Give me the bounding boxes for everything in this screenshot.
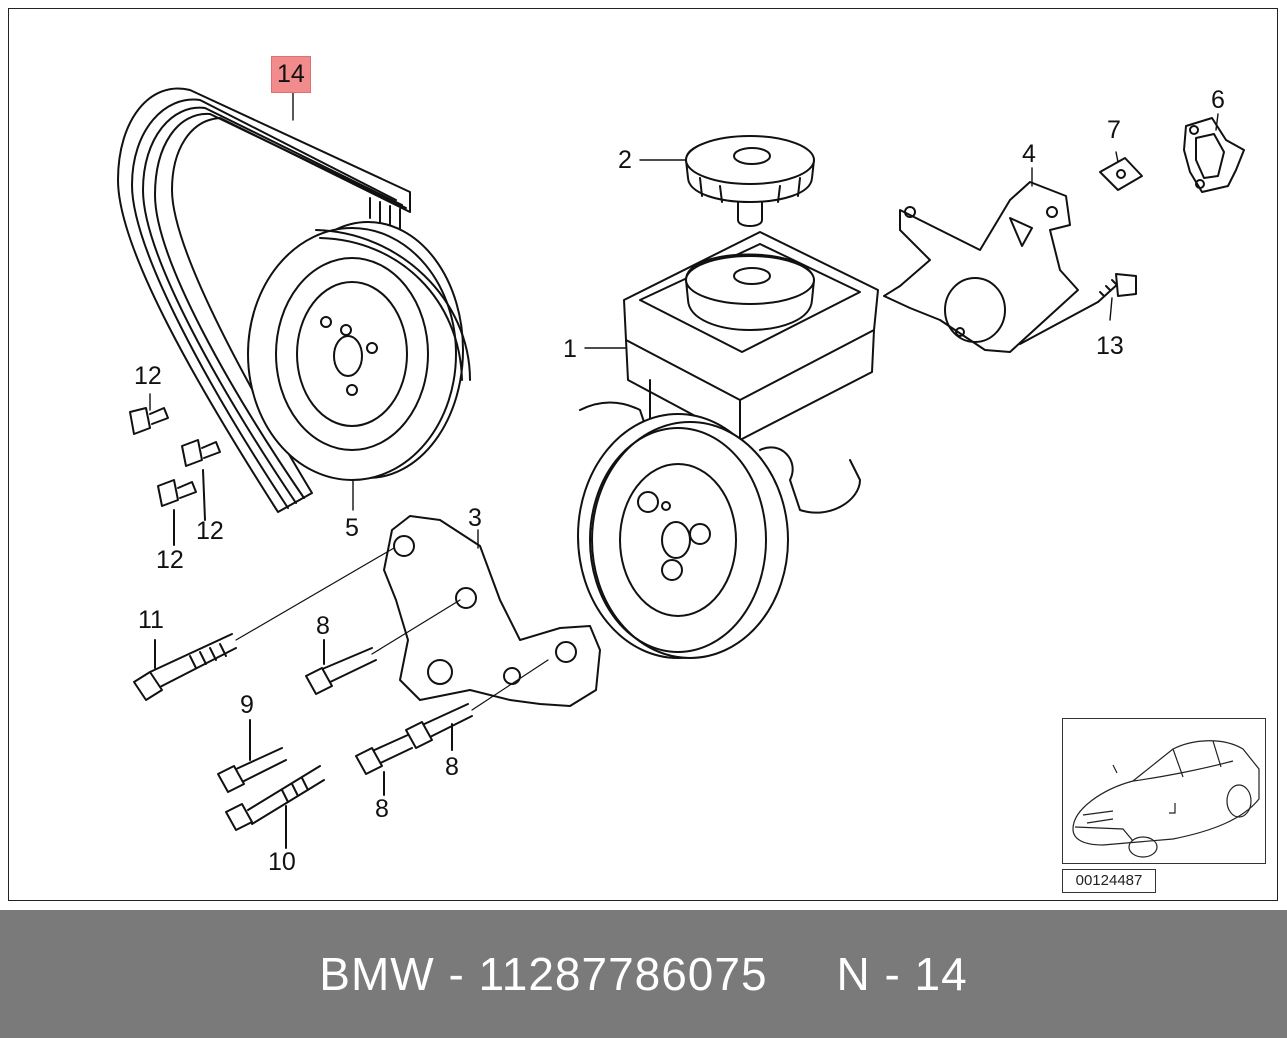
vehicle-thumbnail [1062,718,1266,864]
diagram-reference-code: 00124487 [1062,869,1156,893]
callout-8-right: 8 [445,753,459,781]
bolt-9-10-group [217,719,325,849]
callout-10: 10 [268,848,296,876]
callout-11: 11 [138,606,164,634]
callout-7: 7 [1107,116,1121,144]
callout-9: 9 [240,691,254,719]
callout-12-top: 12 [134,362,162,390]
callout-8-lower: 8 [375,795,389,823]
callout-1: 1 [563,335,577,363]
callout-12-bottom: 12 [156,546,184,574]
mounting-bracket-4 [883,181,1079,353]
part-number-caption: BMW - 11287786075 N - 14 [319,948,968,1000]
bolt-13 [1019,273,1137,345]
bolt-8-group [305,599,549,796]
callout-8-upper: 8 [316,612,330,640]
callout-4: 4 [1022,140,1036,168]
callout-2: 2 [618,146,632,174]
callout-13: 13 [1096,332,1124,360]
exploded-view-drawing [117,87,1245,849]
bolt-12-group [129,407,221,546]
leader-lines [149,89,1219,549]
reservoir-cap [685,135,815,227]
callout-14: 14 [271,56,311,93]
callout-12-middle: 12 [196,517,224,545]
drive-belt [117,87,411,513]
bolt-11 [133,547,395,701]
clip-nut [1099,157,1143,191]
power-steering-pump [577,231,879,659]
callout-5: 5 [345,514,359,542]
gasket [1183,117,1245,193]
callout-6: 6 [1211,86,1225,114]
footer-bar: BMW - 11287786075 N - 14 [0,910,1287,1038]
belt-pulley [247,221,471,481]
mounting-bracket-3 [383,515,601,707]
callout-3: 3 [468,504,482,532]
